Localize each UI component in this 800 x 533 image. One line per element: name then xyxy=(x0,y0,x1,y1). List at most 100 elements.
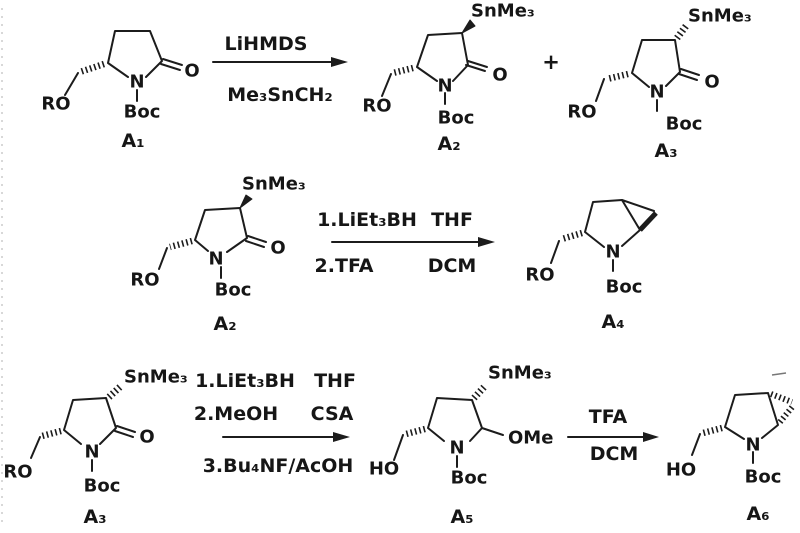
hashed-wedge-bond xyxy=(78,60,106,76)
atom-label-n: N xyxy=(449,438,464,459)
reaction-arrowhead xyxy=(478,237,495,247)
bold-wedge-bond xyxy=(239,194,253,209)
ring-bonds xyxy=(381,32,469,105)
group-label-boc: Boc xyxy=(666,114,703,135)
structure-a6: N HO Boc A₆ xyxy=(666,391,796,525)
atom-label-n: N xyxy=(437,76,452,97)
atom-label-n: N xyxy=(605,242,620,263)
structure-a2: SnMe₃ N O RO Boc A₂ xyxy=(362,1,534,156)
atom-label-o: O xyxy=(704,72,719,93)
group-label-ho: HO xyxy=(666,460,696,481)
group-label-boc: Boc xyxy=(451,468,488,489)
ring-bonds xyxy=(64,30,163,102)
structure-a5: SnMe₃ N OMe HO Boc A₅ xyxy=(369,363,554,529)
group-label-ro: RO xyxy=(362,96,391,117)
compound-label-a6: A₆ xyxy=(746,503,769,525)
hashed-wedge-bond-snme3 xyxy=(106,383,124,400)
hashed-cyclopropane-bond-top xyxy=(769,391,794,405)
ring-bonds xyxy=(158,207,248,279)
reaction-arrow-4: TFA DCM xyxy=(567,406,659,465)
group-label-boc: Boc xyxy=(606,277,643,298)
reaction-arrow-2: 1.LiEt₃BH THF 2.TFA DCM xyxy=(315,209,495,277)
ring-bonds xyxy=(393,397,504,468)
condition-step2: 2.TFA xyxy=(315,255,374,277)
structure-a2-row2: SnMe₃ N O RO Boc A₂ xyxy=(130,174,305,336)
atom-label-o: O xyxy=(184,61,199,82)
group-label-boc: Boc xyxy=(84,476,121,497)
reagent-me3sncH2: Me₃SnCH₂ xyxy=(227,84,333,106)
hashed-wedge-bond xyxy=(392,64,414,77)
atom-label-o: O xyxy=(492,65,507,86)
structure-a4: N RO Boc A₄ xyxy=(525,199,658,333)
hashed-wedge-bond-snme3 xyxy=(471,383,488,401)
ring-bonds xyxy=(550,199,655,272)
group-label-snme3: SnMe₃ xyxy=(471,1,535,22)
atom-label-o: O xyxy=(139,427,154,448)
hashed-wedge-bond xyxy=(169,237,193,251)
reaction-arrowhead xyxy=(643,432,659,442)
bold-cyclopropane-bond xyxy=(638,211,658,232)
group-label-ro: RO xyxy=(130,270,159,291)
group-label-ho: HO xyxy=(369,459,399,480)
reaction-arrow-3: 1.LiEt₃BH THF 2.MeOH CSA 3.Bu₄NF/AcOH xyxy=(194,370,356,477)
carbonyl-double-bond xyxy=(160,58,183,71)
condition-step3: 3.Bu₄NF/AcOH xyxy=(203,455,354,477)
group-label-ro: RO xyxy=(41,94,70,115)
reaction-arrow-1: LiHMDS Me₃SnCH₂ xyxy=(212,33,348,106)
condition-dcm: DCM xyxy=(590,443,639,465)
carbonyl-double-bond xyxy=(245,235,267,248)
carbonyl-double-bond xyxy=(465,60,488,72)
group-label-boc: Boc xyxy=(745,467,782,488)
carbonyl-double-bond xyxy=(114,425,136,438)
hashed-wedge-bond xyxy=(561,229,583,243)
group-label-ro: RO xyxy=(3,462,32,483)
structure-a3-row3: SnMe₃ N O RO Boc A₃ xyxy=(3,367,187,529)
compound-label-a3: A₃ xyxy=(654,140,677,162)
structure-a3: SnMe₃ N O RO Boc A₃ xyxy=(567,6,751,163)
group-label-snme3: SnMe₃ xyxy=(124,367,188,388)
reaction-arrowhead xyxy=(331,57,348,67)
scan-artifact-dash xyxy=(771,372,787,376)
condition-step1: 1.LiEt₃BH xyxy=(317,209,417,231)
group-label-boc: Boc xyxy=(124,102,161,123)
compound-label-a2: A₂ xyxy=(437,133,460,155)
hashed-wedge-bond-snme3 xyxy=(674,23,689,41)
atom-label-o: O xyxy=(270,238,285,259)
compound-label-a4: A₄ xyxy=(601,311,624,333)
group-label-snme3: SnMe₃ xyxy=(688,6,752,27)
reagent-tfa: TFA xyxy=(589,406,628,428)
group-label-snme3: SnMe₃ xyxy=(242,174,306,195)
group-label-boc: Boc xyxy=(438,108,475,129)
condition-step2: 2.MeOH xyxy=(194,403,278,425)
condition-solvent1: THF xyxy=(431,209,473,231)
group-label-boc: Boc xyxy=(215,280,252,301)
ring-bonds xyxy=(691,392,779,464)
condition-reagent2: CSA xyxy=(311,403,354,425)
atom-label-n: N xyxy=(208,249,223,270)
atom-label-n: N xyxy=(129,72,144,93)
bold-wedge-bond xyxy=(461,19,476,34)
compound-label-a1: A₁ xyxy=(121,130,144,152)
hashed-wedge-bond xyxy=(41,427,62,440)
compound-label-a2: A₂ xyxy=(213,313,236,335)
plus-sign: + xyxy=(542,50,560,74)
atom-label-n: N xyxy=(745,435,760,456)
hashed-wedge-bond xyxy=(405,425,426,438)
ring-bonds xyxy=(30,397,117,472)
reaction-arrowhead xyxy=(333,432,350,442)
carbonyl-double-bond xyxy=(678,68,700,81)
hashed-wedge-bond xyxy=(702,424,723,437)
condition-solvent2: DCM xyxy=(428,255,477,277)
group-label-ro: RO xyxy=(567,102,596,123)
ring-bonds xyxy=(595,39,681,112)
hashed-wedge-bond xyxy=(606,70,629,83)
reagent-lihmds: LiHMDS xyxy=(225,33,308,55)
compound-label-a3: A₃ xyxy=(83,506,106,528)
hashed-cyclopropane-bond-bottom xyxy=(777,404,796,424)
compound-label-a5: A₅ xyxy=(450,506,473,528)
group-label-ro: RO xyxy=(525,265,554,286)
structure-a1: N O RO Boc A₁ xyxy=(41,30,200,152)
atom-label-n: N xyxy=(84,442,99,463)
